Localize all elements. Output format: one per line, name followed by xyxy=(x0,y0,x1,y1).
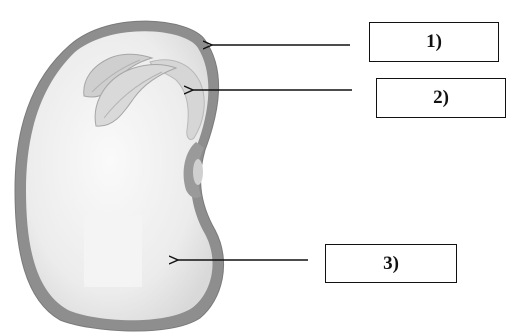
cotyledon xyxy=(26,31,213,321)
embryo-radicle xyxy=(149,59,205,141)
cotyledon-highlight xyxy=(84,215,142,287)
label-1-text: 1) xyxy=(426,31,442,52)
plumule-vein xyxy=(91,59,163,119)
label-box-3: 3) xyxy=(325,244,457,283)
label-box-2: 2) xyxy=(376,78,506,118)
label-3-text: 3) xyxy=(383,252,399,274)
plumule-leaf-2 xyxy=(94,64,178,127)
label-2-text: 2) xyxy=(433,87,449,108)
micropyle xyxy=(193,159,203,185)
label-box-1: 1) xyxy=(369,22,499,62)
